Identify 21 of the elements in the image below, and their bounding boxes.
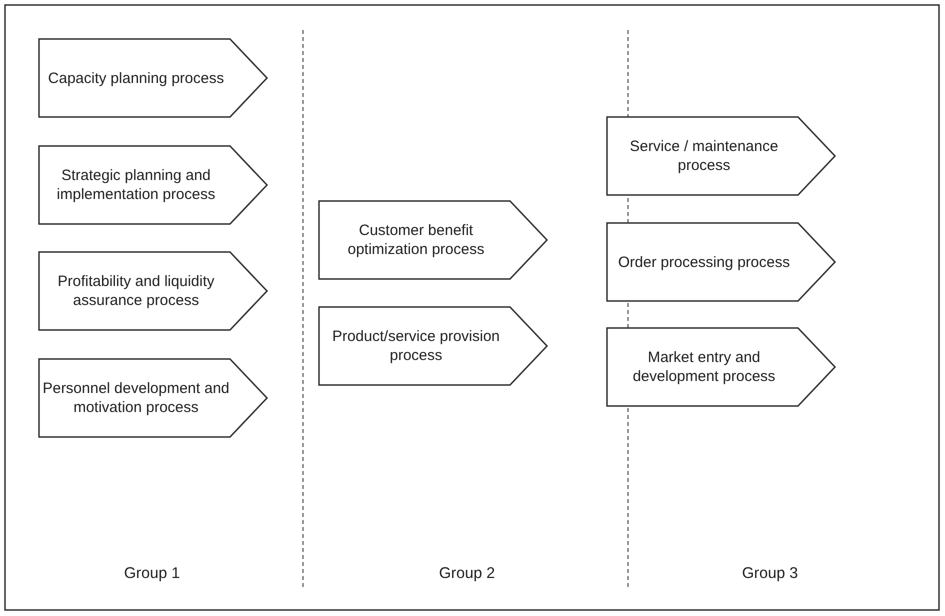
process-arrow-shape bbox=[38, 358, 268, 438]
process-arrow-shape bbox=[318, 200, 548, 280]
process-label: Strategic planning and implementation process bbox=[56, 166, 216, 204]
process-label: Product/service provision process bbox=[331, 327, 501, 365]
process-label: Profitability and liquidity assurance process bbox=[56, 272, 216, 310]
process-arrow-shape bbox=[38, 38, 268, 118]
process-label: Order processing process bbox=[618, 252, 790, 272]
group-label: Group 1 bbox=[124, 565, 180, 583]
process-arrow-shape bbox=[38, 251, 268, 331]
process-arrow-shape bbox=[606, 222, 836, 302]
process-arrow-shape bbox=[606, 116, 836, 196]
process-label: Service / maintenance process bbox=[628, 137, 780, 175]
group-label: Group 3 bbox=[742, 565, 798, 583]
process-label: Personnel development and motivation process bbox=[42, 379, 230, 417]
process-arrow-shape bbox=[606, 327, 836, 407]
process-label: Customer benefit optimization process bbox=[346, 221, 486, 259]
process-label: Capacity planning process bbox=[48, 68, 224, 88]
process-label: Market entry and development process bbox=[632, 348, 776, 386]
group-label: Group 2 bbox=[439, 565, 495, 583]
process-arrow-shape bbox=[318, 306, 548, 386]
process-arrow-shape bbox=[38, 145, 268, 225]
